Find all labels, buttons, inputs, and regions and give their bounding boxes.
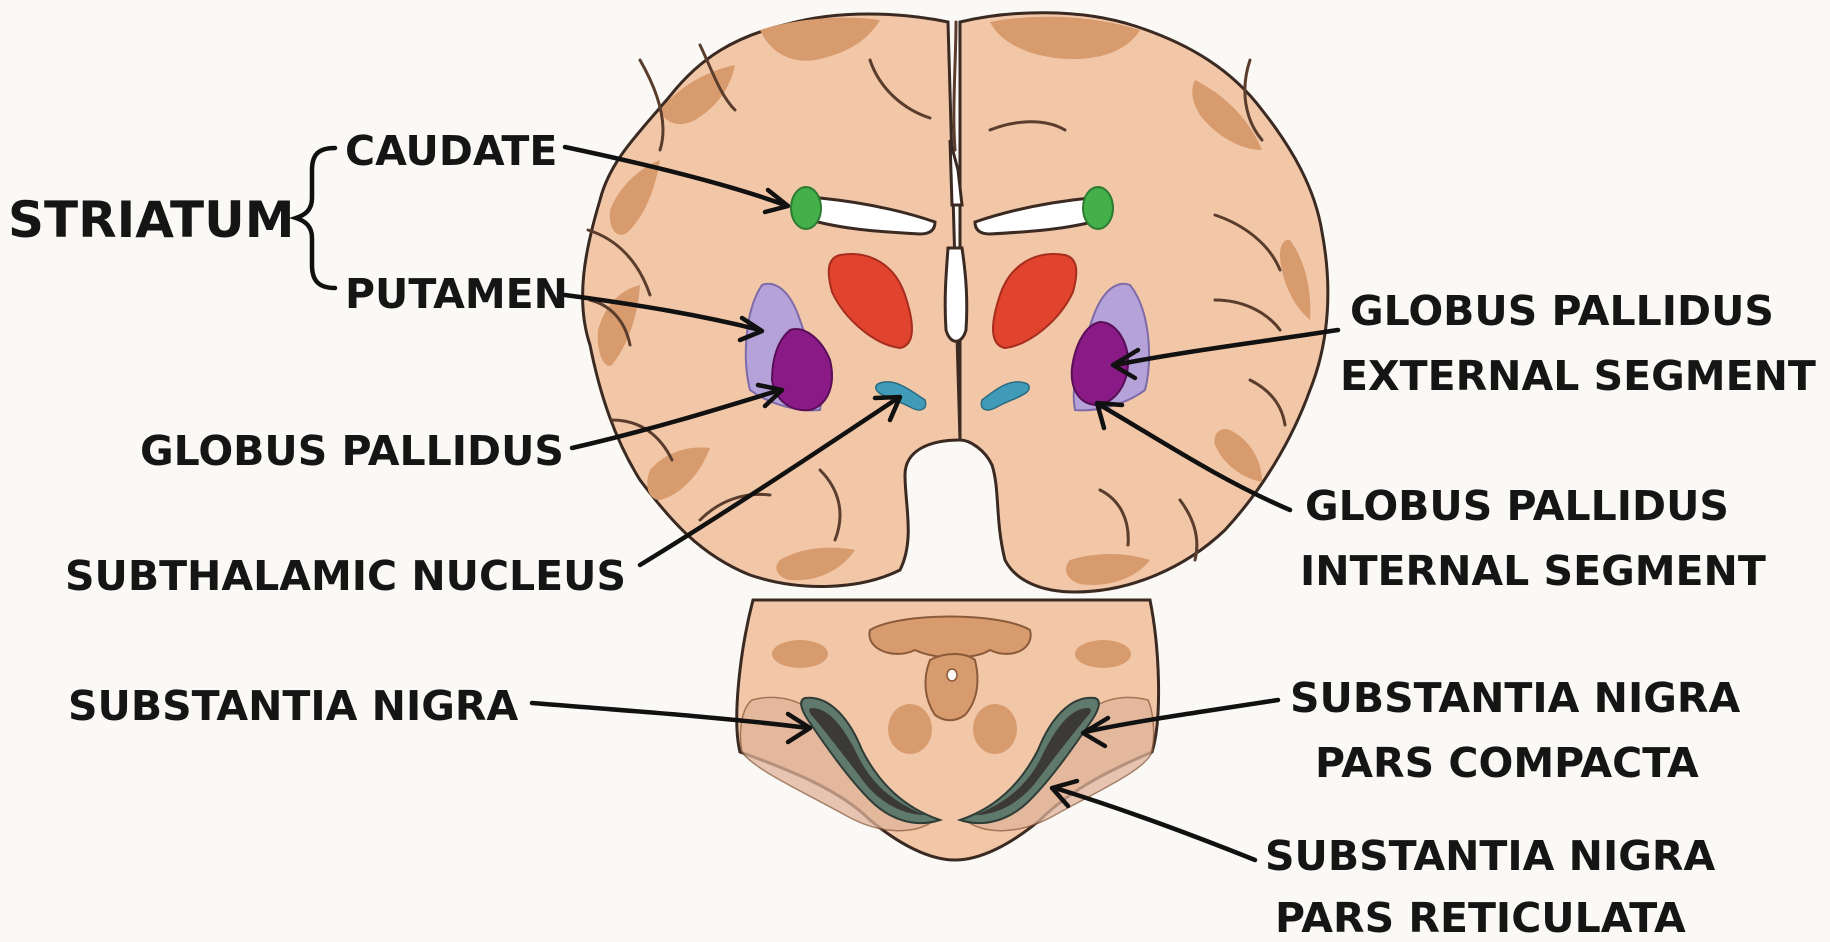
label-sn-compacta-line2: PARS COMPACTA — [1315, 739, 1699, 787]
label-sn-reticulata-line1: SUBSTANTIA NIGRA — [1265, 832, 1715, 880]
longitudinal-fissure — [954, 22, 956, 150]
label-gp-internal-line1: GLOBUS PALLIDUS — [1305, 482, 1729, 530]
label-sn-reticulata-line2: PARS RETICULATA — [1275, 894, 1686, 942]
red-nucleus-left — [888, 704, 932, 754]
red-nucleus-right — [973, 704, 1017, 754]
midbrain-tectum — [869, 617, 1030, 658]
cerebral-aqueduct-region — [925, 654, 977, 720]
label-subthalamic-nucleus: SUBTHALAMIC NUCLEUS — [65, 552, 626, 600]
caudate-right — [1083, 187, 1113, 229]
label-putamen: PUTAMEN — [345, 270, 568, 318]
cerebral-aqueduct — [947, 669, 957, 681]
periaqueductal-right — [1075, 640, 1131, 668]
label-sn-compacta-line1: SUBSTANTIA NIGRA — [1290, 674, 1740, 722]
third-ventricle — [945, 248, 967, 341]
label-globus-pallidus: GLOBUS PALLIDUS — [140, 427, 564, 475]
label-caudate: CAUDATE — [345, 127, 557, 175]
caudate-left — [791, 187, 821, 229]
coronal-brain-section — [583, 13, 1328, 592]
label-gp-external-line2: EXTERNAL SEGMENT — [1340, 352, 1816, 400]
label-substantia-nigra: SUBSTANTIA NIGRA — [68, 682, 518, 730]
label-gp-internal-line2: INTERNAL SEGMENT — [1300, 547, 1766, 595]
striatum-brace — [296, 148, 335, 288]
arrow-sn-reticulata — [1055, 788, 1255, 860]
periaqueductal-left — [772, 640, 828, 668]
label-striatum: STRIATUM — [8, 191, 295, 249]
label-gp-external-line1: GLOBUS PALLIDUS — [1350, 287, 1774, 335]
